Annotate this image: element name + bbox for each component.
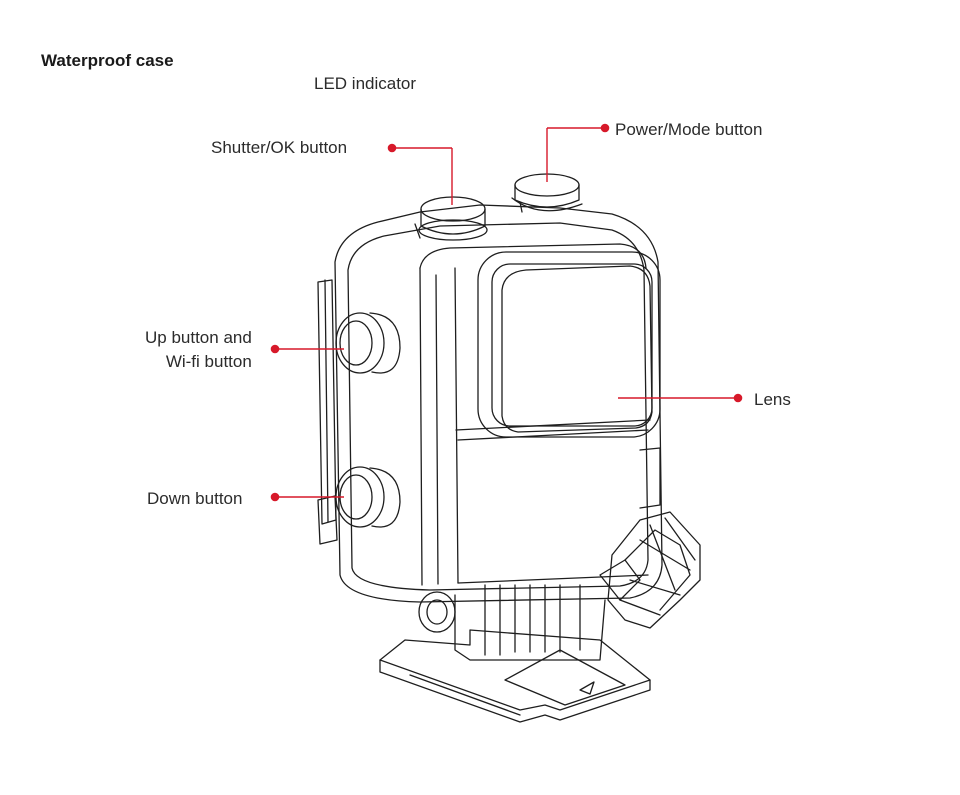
label-shutter-ok-button: Shutter/OK button <box>211 138 348 157</box>
callouts <box>270 123 743 502</box>
label-up-line2: Wi-fi button <box>165 352 252 371</box>
down-button-shape <box>335 466 401 528</box>
mount-hinge <box>418 559 641 661</box>
housing-body <box>334 204 663 603</box>
label-up-wifi-button: Up button and Wi-fi button <box>145 326 252 374</box>
label-power-mode-button: Power/Mode button <box>615 120 763 139</box>
callout-dot-lens <box>733 393 743 403</box>
power-button-shape <box>511 173 583 213</box>
thumb-screw <box>607 511 701 629</box>
label-up-line1: Up button and <box>145 328 252 347</box>
up-button-shape <box>335 312 401 374</box>
mount-base <box>379 629 651 723</box>
callout-dot-down <box>270 492 280 502</box>
label-lens: Lens <box>754 390 791 409</box>
side-latch <box>317 279 338 545</box>
label-down-button: Down button <box>147 489 243 508</box>
callout-dot-shutter <box>387 143 397 153</box>
label-led-indicator: LED indicator <box>314 74 417 93</box>
shutter-button-shape <box>414 196 488 241</box>
diagram-title: Waterproof case <box>41 51 174 70</box>
callout-dot-up <box>270 344 280 354</box>
lens-window <box>477 251 661 509</box>
callout-dot-power <box>600 123 610 133</box>
